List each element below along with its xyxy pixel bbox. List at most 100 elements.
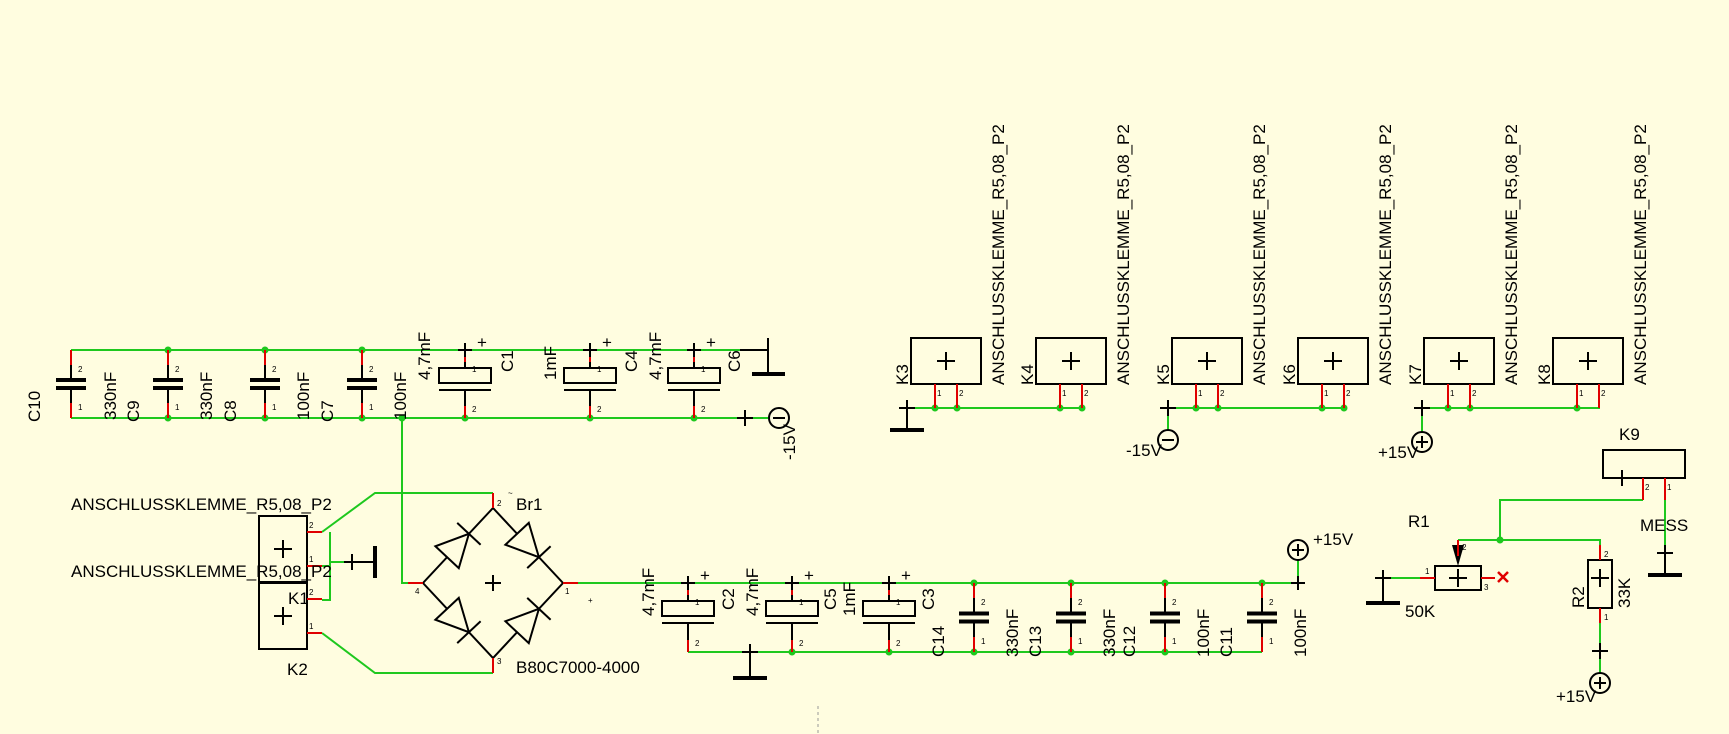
pin-number: 1 [78,403,83,412]
pin-number: 2 [1601,389,1606,398]
parts [56,337,1686,734]
terminal-value: ANSCHLUSSKLEMME_R5,08_P2 [989,124,1008,385]
cap-body [438,367,492,384]
pin-number: 2 [1220,389,1225,398]
cap-value: 1mF [840,582,859,616]
terminal-body [1552,337,1624,385]
terminal-k6 [1297,337,1369,408]
diode-bar [526,597,552,621]
supply-minus-symbol [768,407,790,429]
terminal-ref: K5 [1154,364,1173,385]
pin-number: 1 [1078,637,1083,646]
wire [401,418,416,584]
junction-dot [1496,536,1504,544]
diode-bar [456,620,482,644]
pin-number: 1 [701,365,706,374]
capacitor-c2 [661,576,715,652]
terminal-ref: K7 [1406,364,1425,385]
cap-ref: C5 [821,588,840,610]
pin-number: 2 [1078,598,1083,607]
terminal-ref: K1 [288,589,309,608]
cap-value: 100nF [391,372,410,420]
polarity-mark: + [901,566,911,585]
cap-ref: C13 [1026,626,1045,657]
terminal-value: ANSCHLUSSKLEMME_R5,08_P2 [1250,124,1269,385]
terminal-k7 [1423,337,1495,408]
pin-number: 2 [1604,550,1609,559]
terminal-value: ANSCHLUSSKLEMME_R5,08_P2 [1376,124,1395,385]
supply-minus-symbol [1157,429,1179,451]
pin-number: 1 [565,587,570,596]
capacitor-c8 [250,350,280,418]
supply-label: +15V [1556,687,1597,706]
capacitor-c4 [563,343,617,418]
supply-label: -15V [780,423,799,460]
wire [1499,499,1643,540]
cap-ref: C3 [919,588,938,610]
terminal-ref: K8 [1535,364,1554,385]
terminal-value: ANSCHLUSSKLEMME_R5,08_P2 [1631,124,1650,385]
resistor-r1 [1420,540,1509,591]
polarity-mark: + [477,333,487,352]
capacitor-c12 [1150,583,1180,652]
pin-number: 2 [981,598,986,607]
supply-circle [1287,539,1309,561]
cap-ref: C7 [318,400,337,422]
supply-plus-symbol [1287,539,1309,561]
ground-symbol [1366,570,1400,605]
terminal-ref: K6 [1280,364,1299,385]
cap-value: 1mF [541,346,560,380]
terminal-ref: K2 [287,660,308,679]
capacitor-c7 [347,350,377,418]
terminal-ref: K9 [1619,425,1640,444]
cap-value: 4,7mF [415,332,434,380]
cap-body [862,600,916,617]
cap-ref: C12 [1120,626,1139,657]
wire [321,632,493,674]
terminal-value: ANSCHLUSSKLEMME_R5,08_P2 [1114,124,1133,385]
net-label: MESS [1640,516,1688,535]
cap-ref: C9 [124,400,143,422]
cap-ref: C11 [1217,627,1236,657]
terminal-body [258,582,308,650]
supply-plus-symbol [1411,431,1433,453]
pin-number: 3 [1484,583,1489,592]
pin-number: 2 [175,365,180,374]
pin-number: 2 [695,639,700,648]
cap-value: 330nF [1003,609,1022,657]
pin-number: 1 [1324,389,1329,398]
pin-number: 1 [1450,389,1455,398]
pin-number: 1 [472,365,477,374]
terminal-k5 [1171,337,1243,408]
cap-value: 4,7mF [639,568,658,616]
pin-number: 2 [472,405,477,414]
terminal-ref: K3 [893,364,912,385]
cap-ref: C6 [725,350,744,372]
terminal-k4 [1035,337,1107,408]
wire [321,492,493,533]
plus-mark: + [588,596,593,605]
pin-number: 1 [695,598,700,607]
resistor-value: 50K [1405,602,1436,621]
cap-ref: C4 [622,350,641,372]
terminal-ref: K4 [1018,364,1037,385]
pin-number: 2 [701,405,706,414]
cap-ref: C10 [25,391,44,422]
pin-number: 2 [78,365,83,374]
cap-body [661,600,715,617]
ground-symbol [1648,545,1682,577]
pin-number: 1 [369,403,374,412]
no-connect-mark [1497,571,1509,583]
pin-number: 2 [1346,389,1351,398]
pin-number: 1 [1667,483,1672,492]
pin-number: 2 [1645,483,1650,492]
terminal-k1 [258,515,322,583]
pin-number: 1 [175,403,180,412]
pin-number: 1 [799,598,804,607]
cap-value: 100nF [294,372,313,420]
ac-mark: ~ [508,489,513,498]
cap-value: 4,7mF [646,332,665,380]
pin-number: 2 [497,499,502,508]
pin-number: 2 [1462,543,1467,552]
cap-value: 100nF [1194,609,1213,657]
